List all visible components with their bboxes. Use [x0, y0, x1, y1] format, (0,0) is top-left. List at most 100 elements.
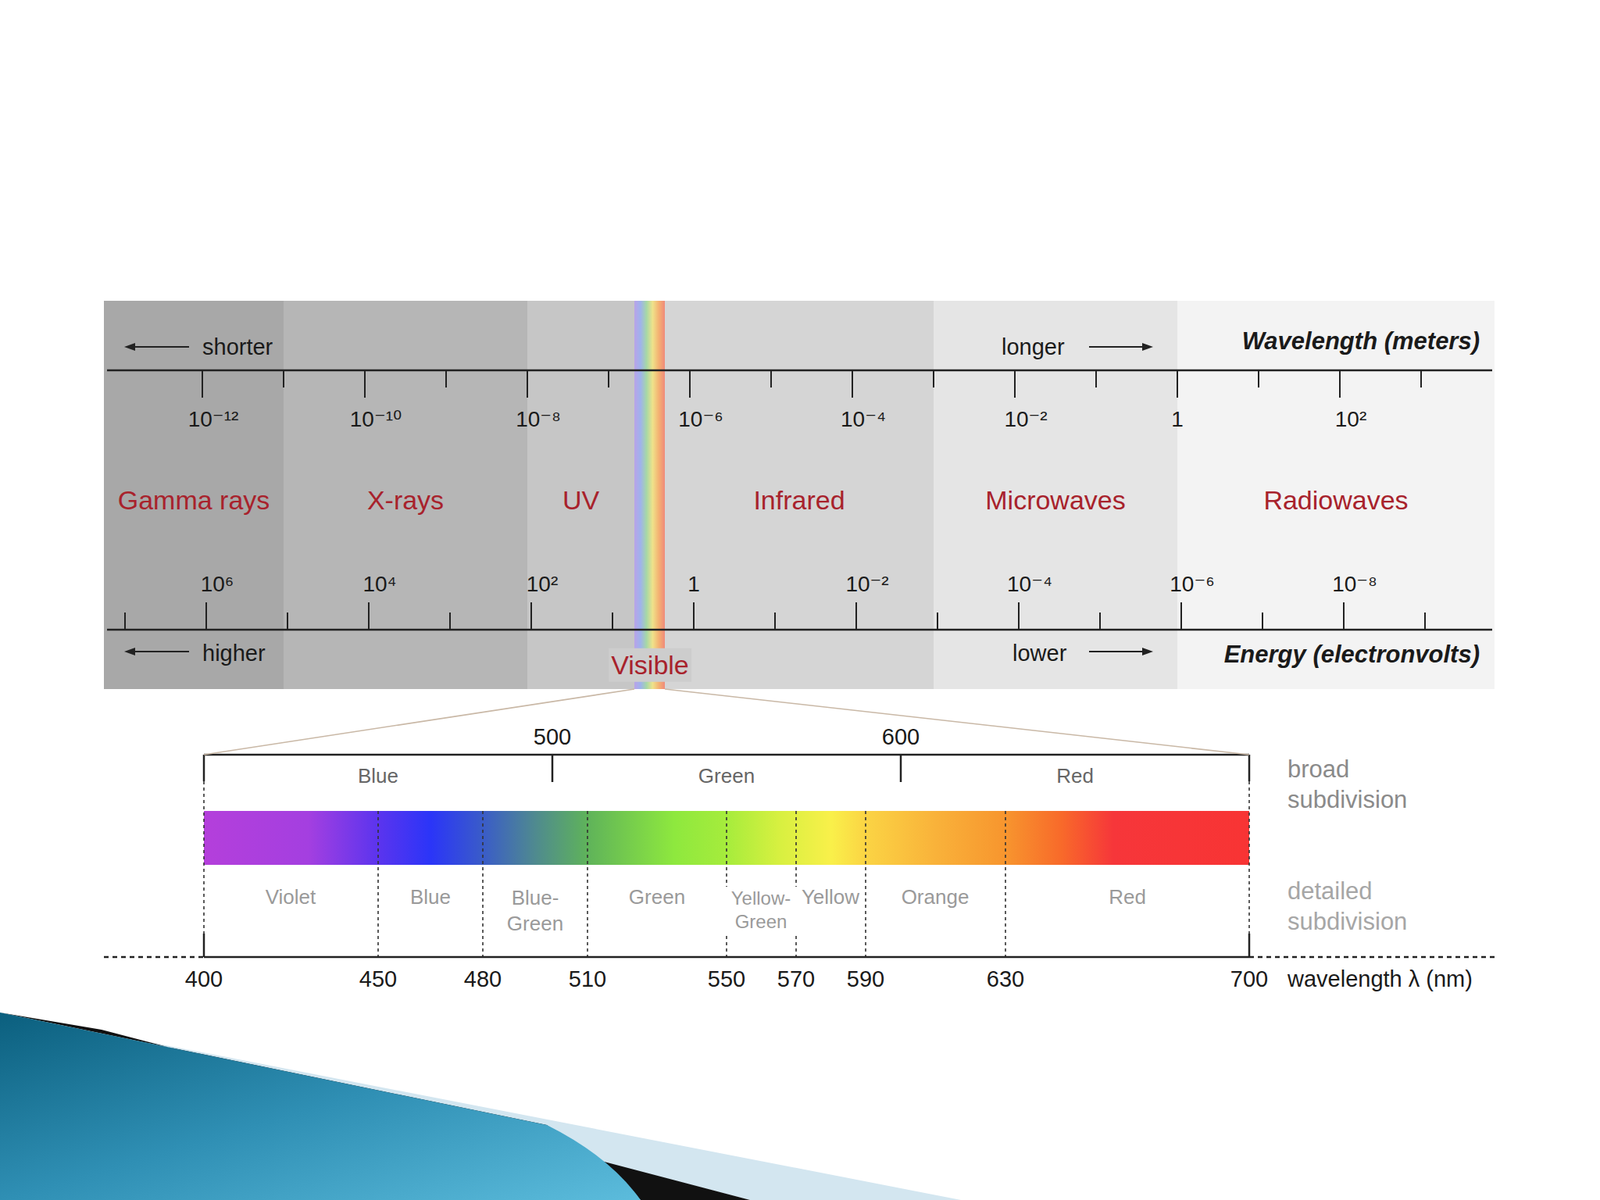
radio-band-ground [1177, 300, 1495, 690]
axis-tick [1257, 370, 1260, 388]
tick-label: 10⁻⁴ [840, 405, 886, 433]
zoom-line [664, 689, 1250, 755]
axis-title: Wavelength (meters) [1242, 326, 1480, 358]
boundary-dash [377, 810, 379, 958]
tick-label: 1 [687, 570, 700, 598]
axis-tick [205, 602, 208, 630]
energy-axis [107, 628, 1493, 632]
boundary-dash [586, 810, 589, 958]
tick-label: 10⁻⁶ [1169, 570, 1215, 598]
wavelength-label: 510 [568, 964, 607, 993]
color-name: Orange [899, 884, 972, 911]
bracket-tick [551, 754, 554, 783]
color-name: Blue [407, 884, 454, 911]
wavelength-label: 550 [707, 964, 746, 993]
axis-tick [1248, 933, 1251, 958]
row-caption: detailed subdivision [1287, 876, 1425, 938]
axis-dashed [1249, 956, 1495, 959]
slide-decoration [0, 1012, 961, 1200]
axis-tick [1261, 612, 1264, 630]
visible-strip [634, 300, 665, 690]
axis-tick [774, 612, 776, 630]
tick-label: 10⁻⁸ [1332, 570, 1378, 598]
tick-label: 10⁴ [362, 570, 397, 598]
color-name: Green [626, 884, 688, 911]
axis-tick [689, 370, 691, 398]
wavelength-label: 480 [464, 964, 502, 993]
color-name: Green [698, 763, 755, 790]
axis-direction: lower [1012, 639, 1067, 668]
arrow-shaft [1089, 346, 1147, 348]
axis-tick [449, 612, 451, 630]
tick-label: 10² [526, 570, 558, 598]
axis-tick [611, 612, 614, 630]
boundary-lines [203, 781, 1250, 958]
tick-label: 10⁻² [1003, 405, 1047, 433]
axis-tick [1017, 602, 1020, 630]
spectrum-band: X-rays [283, 400, 528, 600]
axis-tick [364, 370, 366, 398]
axis-tick [1014, 370, 1016, 398]
axis-tick [851, 370, 854, 398]
wavelength-label: 400 [185, 964, 223, 993]
axis-tick [1180, 602, 1183, 630]
color-name: Red [1056, 763, 1094, 790]
swoosh-dark [0, 1012, 750, 1200]
axis-tick [932, 370, 935, 388]
zoom-lines [203, 689, 1250, 755]
axis-tick [1095, 370, 1097, 388]
swoosh-blue [0, 1012, 641, 1200]
wavelength-axis [107, 369, 1493, 372]
axis-tick [607, 370, 610, 388]
wavelength-label: 600 [882, 722, 920, 751]
boundary-dash [1004, 810, 1007, 958]
boundary-dash [795, 810, 797, 958]
band-name: UV [562, 484, 600, 517]
wavelength-label: 630 [986, 964, 1025, 993]
arrow-shaft [131, 346, 190, 348]
bracket-tick [900, 754, 903, 783]
gamma-band-ground [103, 300, 284, 690]
axis-tick [936, 612, 939, 630]
color-name: Blue [357, 763, 399, 790]
boundary-dash [482, 810, 484, 958]
color-name: Blue- Green [493, 885, 577, 936]
tick-label: 1 [1171, 405, 1184, 433]
region-label: Visible [608, 648, 692, 683]
tick-label: 10⁻⁶ [678, 405, 723, 433]
band-name: Infrared [753, 484, 845, 517]
axis-title: Energy (electronvolts) [1224, 639, 1480, 671]
color-name: Violet [263, 884, 319, 911]
axis-tick [1339, 370, 1341, 398]
axis-tick [1099, 612, 1101, 630]
band-name: Radiowaves [1263, 484, 1408, 517]
tick-label: 10² [1335, 405, 1367, 433]
wavelength-label: 570 [777, 964, 815, 993]
tick-label: 10⁻¹⁰ [350, 405, 402, 433]
axis-tick [367, 602, 370, 630]
axis-tick [1342, 602, 1345, 630]
tick-label: 10⁻⁴ [1007, 570, 1053, 598]
tick-label: 10⁻² [845, 570, 889, 598]
axis-direction: shorter [202, 332, 273, 361]
arrow-shaft [1089, 650, 1147, 653]
bracket-line [203, 753, 1250, 757]
microwave-band-ground [933, 300, 1178, 690]
axis-tick [530, 602, 533, 630]
boundary-dash [725, 810, 728, 958]
tick-label: 10⁶ [200, 570, 235, 598]
nm-axis [103, 933, 1495, 958]
band-name: Gamma rays [117, 484, 271, 517]
band-name: X-rays [367, 484, 444, 517]
wavelength-label: 500 [533, 722, 572, 751]
arrow-shaft [131, 650, 190, 653]
infrared-band-ground [664, 300, 934, 690]
axis-tick [445, 370, 447, 388]
axis-tick [692, 602, 695, 630]
axis-tick [526, 370, 529, 398]
wavelength-label: 700 [1230, 964, 1268, 993]
spectrum-band: Microwaves [933, 400, 1178, 600]
axis-tick [770, 370, 772, 388]
row-caption: broad subdivision [1287, 754, 1425, 816]
